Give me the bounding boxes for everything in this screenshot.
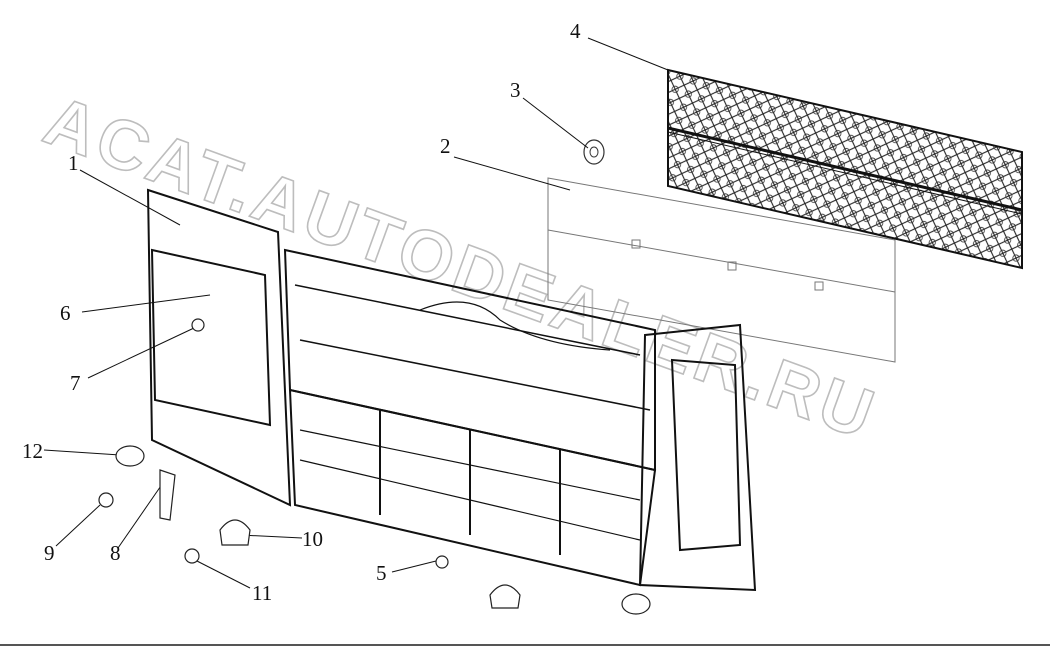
callout-12: 12 — [22, 439, 43, 463]
callout-2: 2 — [440, 134, 451, 158]
callout-8: 8 — [110, 541, 121, 565]
small-parts — [98, 318, 651, 615]
cap-part-12 — [115, 445, 145, 467]
callout-11: 11 — [252, 581, 272, 605]
bottom-border — [0, 644, 1050, 646]
bolt-part-7 — [191, 318, 205, 332]
body-frame — [283, 248, 657, 587]
hinge-part-10 — [219, 519, 251, 546]
callout-3: 3 — [510, 78, 521, 102]
cap-part-12b — [621, 593, 651, 615]
callout-6: 6 — [60, 301, 71, 325]
bolt-part-5 — [435, 555, 449, 569]
mesh-grille — [667, 68, 1023, 270]
left-door-panel — [146, 188, 292, 507]
bolt-part-9 — [98, 492, 114, 508]
leader-lines — [43, 37, 669, 589]
callout-7: 7 — [70, 371, 81, 395]
callout-10: 10 — [302, 527, 323, 551]
right-door-panel — [638, 323, 757, 592]
back-panel — [547, 177, 896, 363]
bolt-part-3 — [583, 139, 605, 165]
callout-5: 5 — [376, 561, 387, 585]
callout-labels: 1 2 3 4 5 6 7 8 9 10 11 12 — [22, 19, 581, 605]
bolt-part-11 — [184, 548, 200, 564]
callout-9: 9 — [44, 541, 55, 565]
hinge-part-10b — [489, 584, 521, 609]
strap-part-8 — [159, 469, 176, 521]
callout-1: 1 — [68, 151, 79, 175]
callout-4: 4 — [570, 19, 581, 43]
